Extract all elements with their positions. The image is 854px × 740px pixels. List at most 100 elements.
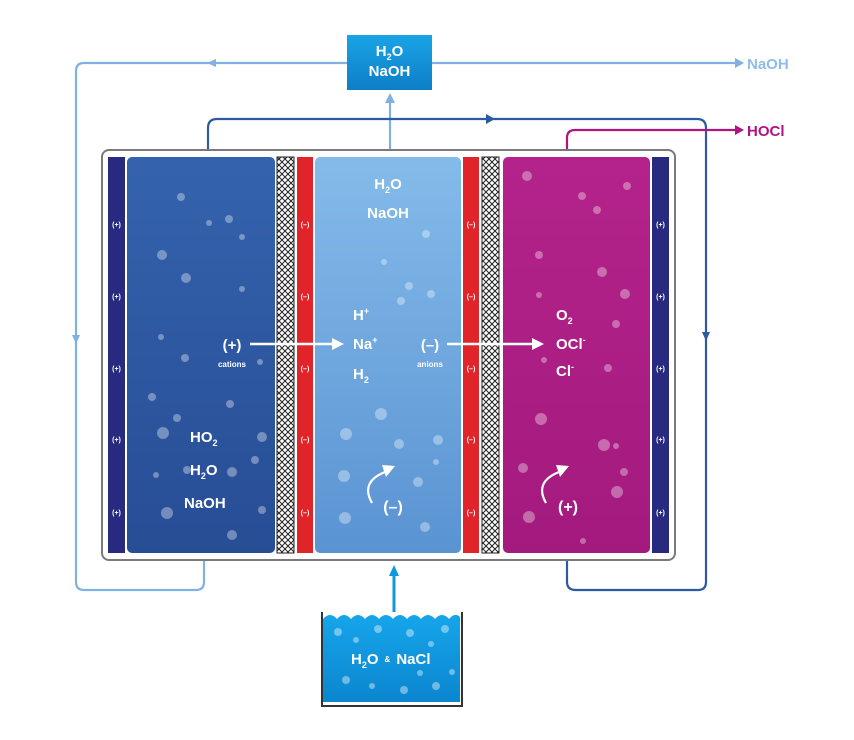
bubble xyxy=(541,357,547,363)
top-box-sub: 2 xyxy=(387,52,392,62)
tank-o: O xyxy=(367,651,379,668)
arrow-left-top xyxy=(207,59,216,67)
cation-caption: cations xyxy=(218,360,247,369)
anode-left-label: (+) xyxy=(112,437,121,444)
bubble xyxy=(239,234,245,240)
bubbles xyxy=(148,171,631,544)
cathode-left-label: (–) xyxy=(301,294,310,301)
bubble xyxy=(177,193,185,201)
anode-right-label: (+) xyxy=(656,366,665,373)
bubble xyxy=(173,414,181,422)
bubble xyxy=(157,250,167,260)
right-rotation-charge: (+) xyxy=(558,499,578,516)
bubble xyxy=(535,413,547,425)
anion-migration: (–) anions xyxy=(417,337,544,369)
naoh-output-arrow xyxy=(735,58,744,68)
middle-rotation-arrow-head xyxy=(382,465,395,477)
feed-tank: H2O&NaCl xyxy=(321,612,463,707)
bubble xyxy=(593,206,601,214)
tank-bubble xyxy=(342,676,350,684)
bubble xyxy=(598,439,610,451)
svg-text:H2O: H2O xyxy=(374,176,402,195)
left-chamber xyxy=(127,157,275,553)
left-species-2: H xyxy=(190,462,201,479)
electrode-labels: (+)(+)(+)(+)(+)(–)(–)(–)(–)(–)(–)(–)(–)(… xyxy=(112,222,665,517)
svg-text:H2: H2 xyxy=(353,366,369,385)
bubble xyxy=(620,468,628,476)
bubble xyxy=(623,182,631,190)
bubble xyxy=(227,530,237,540)
bubble xyxy=(158,334,164,340)
naoh-recirculation-line xyxy=(74,61,347,592)
cathode-left xyxy=(297,157,313,553)
mid-top-sub: 2 xyxy=(385,185,390,195)
middle-chamber xyxy=(315,157,461,553)
bubble xyxy=(339,512,351,524)
bubble xyxy=(405,282,413,290)
bubble xyxy=(148,393,156,401)
feed-arrow xyxy=(389,565,399,576)
left-species-2-sub: 2 xyxy=(201,471,206,481)
bubble xyxy=(183,466,191,474)
bubble xyxy=(433,459,439,465)
bubble xyxy=(181,354,189,362)
mid-top-naoh: NaOH xyxy=(367,205,409,222)
hocl-output-line xyxy=(565,128,735,157)
tank-bubble xyxy=(441,625,449,633)
anion-caption: anions xyxy=(417,360,443,369)
anion-arrow-head xyxy=(532,338,544,350)
cathode-left-label: (–) xyxy=(301,510,310,517)
mid-ion-1-sup: + xyxy=(364,306,369,316)
cathode-right xyxy=(463,157,479,553)
svg-text:H+: H+ xyxy=(353,306,369,324)
bubble xyxy=(604,364,612,372)
left-species-3: NaOH xyxy=(184,495,226,512)
cathode-right-label: (–) xyxy=(467,510,476,517)
dark-recirculation-line xyxy=(206,117,708,592)
tank-amp: & xyxy=(385,655,391,664)
anode-right xyxy=(652,157,669,553)
right-rotation-arrow-head xyxy=(556,465,569,477)
bubble xyxy=(340,428,352,440)
cathode-right-label: (–) xyxy=(467,294,476,301)
svg-text:O2: O2 xyxy=(556,307,573,326)
membrane-right xyxy=(481,156,500,554)
bubble xyxy=(225,215,233,223)
tank-bubble xyxy=(428,641,434,647)
bubble xyxy=(422,230,430,238)
bubble xyxy=(597,267,607,277)
arrow-right-dark xyxy=(486,114,495,124)
cation-charge: (+) xyxy=(223,337,242,354)
middle-rotation-arrow xyxy=(367,470,386,504)
anode-right-label: (+) xyxy=(656,222,665,229)
tank-bubble xyxy=(353,637,359,643)
mid-ion-2-sup: + xyxy=(372,335,377,345)
right-ion-3-sup: - xyxy=(571,362,574,372)
tank-bubble xyxy=(369,683,375,689)
bubble xyxy=(580,538,586,544)
svg-text:Na+: Na+ xyxy=(353,335,377,353)
bubble xyxy=(522,171,532,181)
cation-migration: (+) cations xyxy=(218,337,344,369)
bubble xyxy=(611,486,623,498)
top-collection-box: H2O NaOH xyxy=(347,35,432,90)
bubble xyxy=(535,251,543,259)
mid-top-h: H xyxy=(374,176,385,193)
tank-h: H xyxy=(351,651,362,668)
bubble xyxy=(206,220,212,226)
cathode-right-label: (–) xyxy=(467,366,476,373)
bubble xyxy=(536,292,542,298)
anode-left xyxy=(108,157,125,553)
anode-left-label: (+) xyxy=(112,294,121,301)
cathode-right-label: (–) xyxy=(467,437,476,444)
bubble xyxy=(381,259,387,265)
bubble xyxy=(239,286,245,292)
membrane-left xyxy=(276,156,295,554)
tank-bubble xyxy=(406,629,414,637)
bubble xyxy=(578,192,586,200)
svg-text:H2O: H2O xyxy=(190,462,218,481)
bubble xyxy=(161,507,173,519)
bubble xyxy=(612,320,620,328)
mid-ion-3-sub: 2 xyxy=(364,375,369,385)
